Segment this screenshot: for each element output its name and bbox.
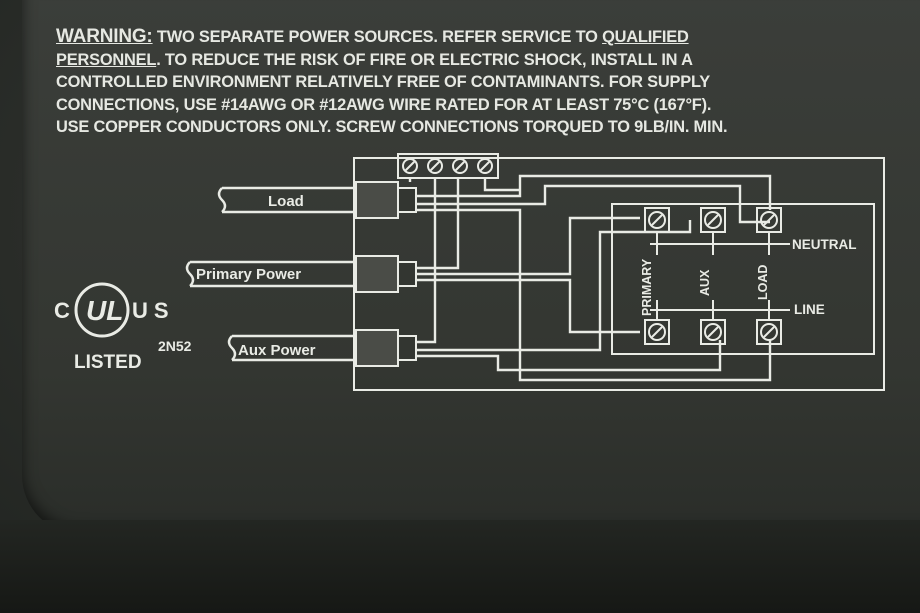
neutral-label: NEUTRAL — [792, 237, 857, 252]
warning-line-2: PERSONNEL. TO REDUCE THE RISK OF FIRE OR… — [56, 50, 693, 69]
load-input: Load — [217, 181, 417, 219]
label-panel — [22, 0, 920, 535]
aux-column-label: AUX — [698, 269, 712, 296]
line-label: LINE — [794, 302, 825, 317]
housing-lower-edge — [0, 520, 920, 613]
internal-wiring — [408, 174, 772, 382]
load-column-label: LOAD — [756, 265, 770, 300]
warning-text: WARNING: TWO SEPARATE POWER SOURCES. REF… — [56, 26, 906, 139]
primary-power-label: Primary Power — [196, 266, 301, 283]
load-label: Load — [268, 193, 304, 210]
ul-listed-mark: C UL US LISTED 2N52 — [54, 282, 192, 373]
primary-column-label: PRIMARY — [640, 258, 654, 316]
listing-code: 2N52 — [158, 338, 192, 354]
ul-us-letters: US — [132, 298, 175, 323]
top-terminal-screws — [402, 158, 493, 174]
warning-heading: WARNING: — [56, 26, 153, 47]
warning-line-3: CONTROLLED ENVIRONMENT RELATIVELY FREE O… — [56, 73, 710, 91]
primary-power-input: Primary Power — [185, 255, 417, 293]
aux-power-label: Aux Power — [238, 342, 316, 359]
warning-line-4: CONNECTIONS, USE #14AWG OR #12AWG WIRE R… — [56, 95, 712, 114]
line-rail: LINE — [650, 300, 825, 320]
ul-logo-text: UL — [86, 295, 123, 326]
aux-power-input: Aux Power — [227, 329, 417, 367]
ul-logo-icon — [74, 282, 130, 338]
warning-line-1: WARNING: TWO SEPARATE POWER SOURCES. REF… — [56, 26, 689, 47]
neutral-rail: NEUTRAL — [650, 232, 857, 255]
ul-c-letter: C — [54, 298, 70, 323]
enclosure-outline — [353, 157, 885, 391]
top-terminal-strip — [397, 153, 499, 179]
warning-line-5: USE COPPER CONDUCTORS ONLY. SCREW CONNEC… — [56, 118, 728, 136]
listed-label: LISTED — [74, 352, 142, 373]
terminal-box — [611, 203, 875, 355]
